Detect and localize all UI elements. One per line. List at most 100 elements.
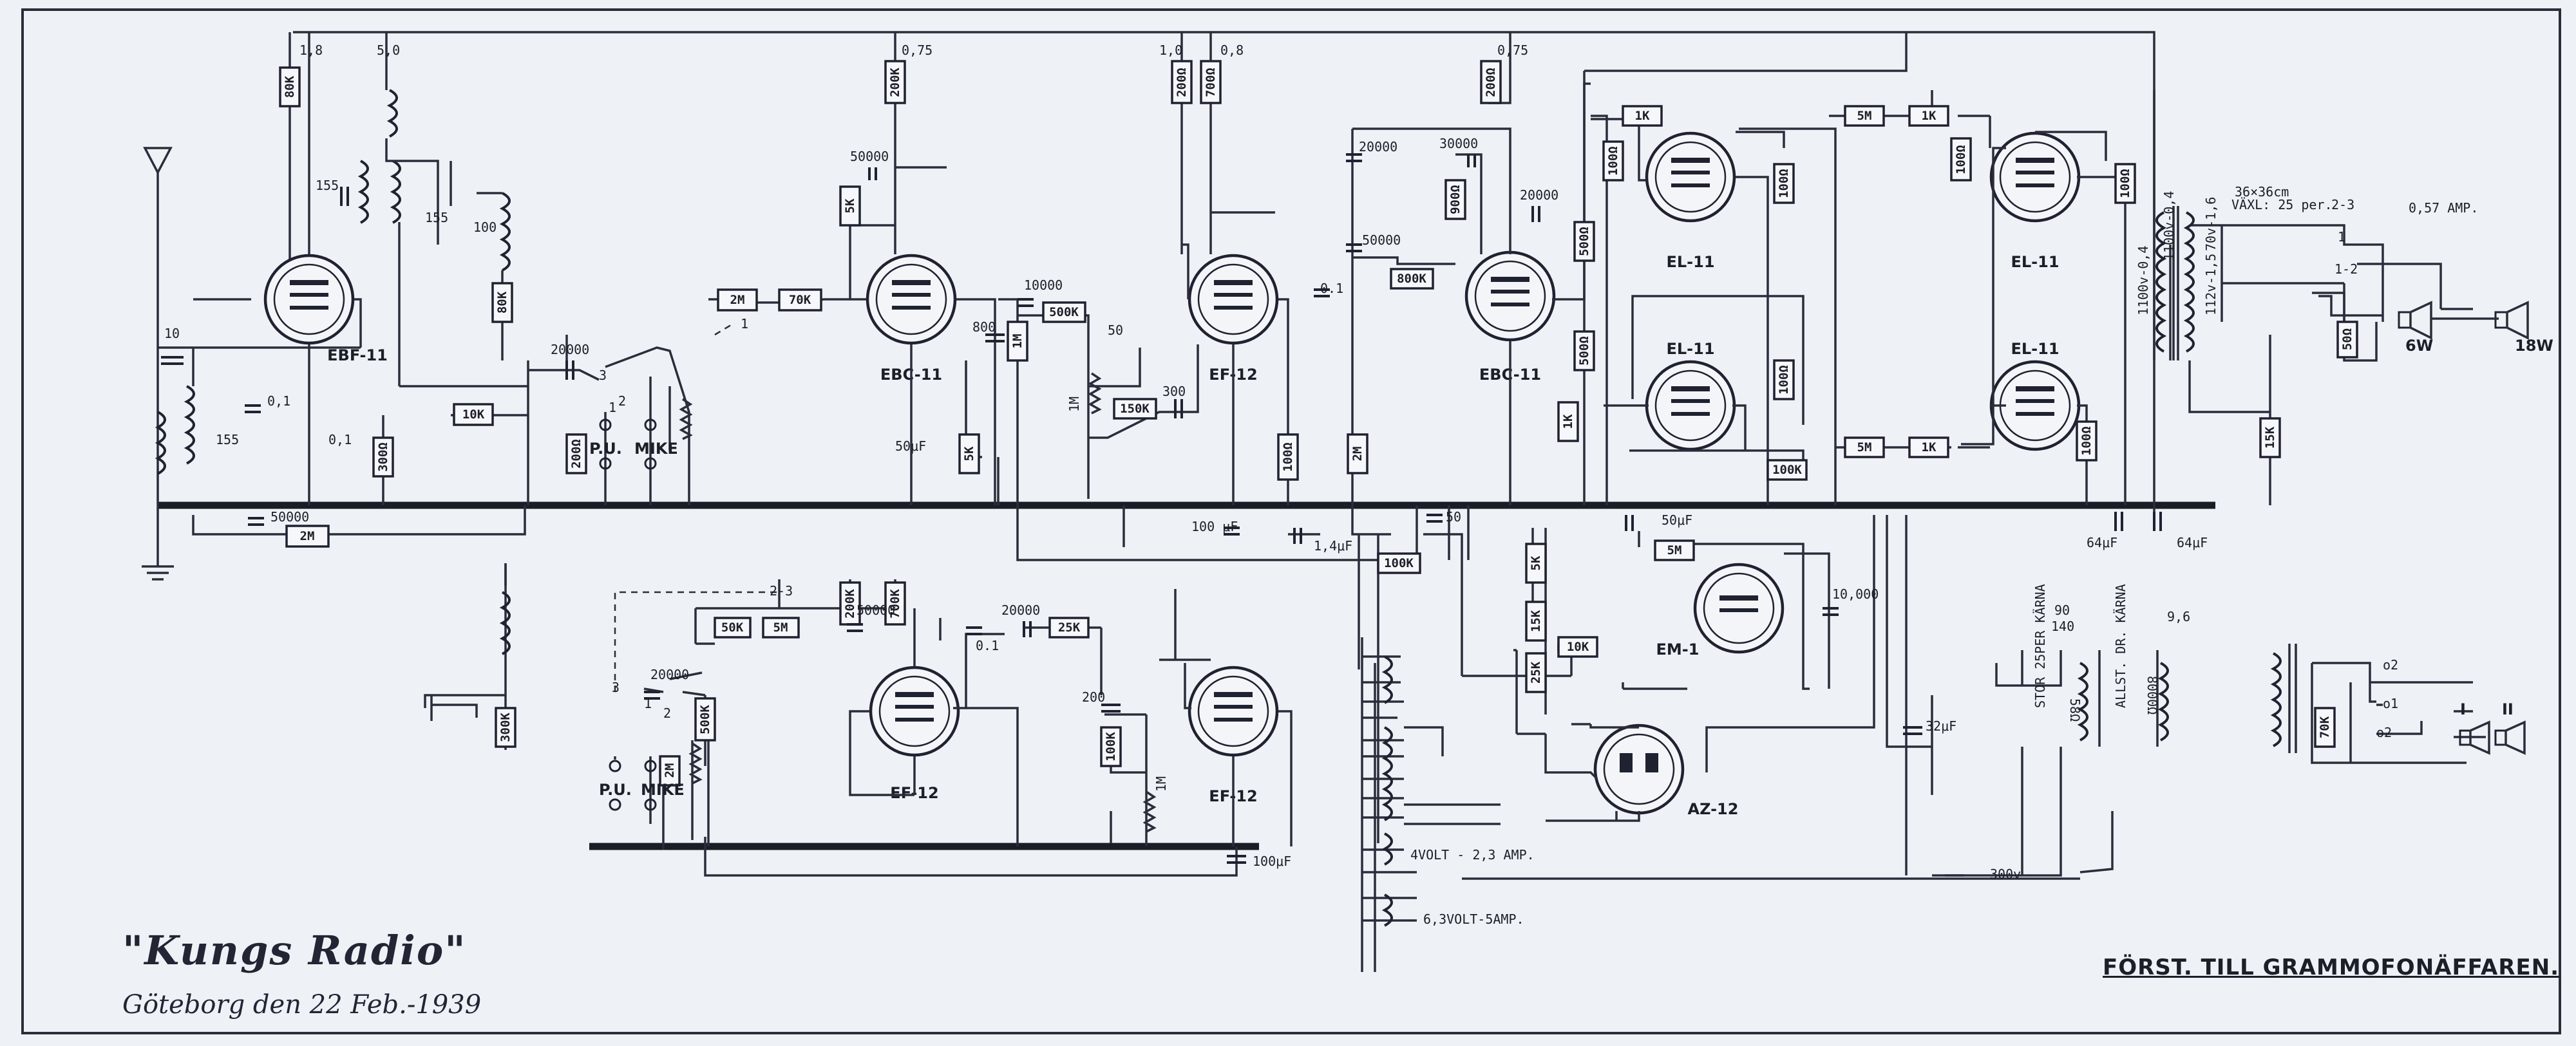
svg-text:o2: o2 [2376, 725, 2392, 740]
svg-text:70v-1,6: 70v-1,6 [2203, 197, 2219, 251]
speaker-wiring [2312, 292, 2499, 322]
svg-text:1-2: 1-2 [2334, 261, 2358, 277]
tube-ef-12-c: EF-12 [1188, 666, 1279, 805]
resistor-700-a: 700Ω [1200, 60, 1222, 104]
antenna-coil [155, 385, 195, 475]
resistor-150k-a: 150K [1113, 398, 1157, 420]
svg-text:20000: 20000 [1359, 139, 1397, 154]
svg-text:5M: 5M [773, 621, 788, 635]
resistor-1k-d: 1K [1908, 436, 1949, 458]
svg-text:5K: 5K [962, 446, 976, 461]
tube-el-11-d: EL-11 [1989, 340, 2081, 451]
svg-text:1100v-0,4: 1100v-0,4 [2161, 191, 2177, 261]
svg-text:1: 1 [644, 696, 652, 711]
annotation-labels: 1,8 5,0 0,75 1,0 0,8 0,75 10 155 155 155… [164, 42, 2553, 927]
tube-ebc-11-b: EBC-11 [1464, 250, 1556, 384]
svg-text:112v-1,5: 112v-1,5 [2203, 254, 2219, 315]
tube-label: EL-11 [2011, 340, 2059, 358]
capacitor-symbols [161, 153, 2162, 864]
svg-text:20000: 20000 [1520, 187, 1558, 203]
svg-text:300Ω: 300Ω [376, 442, 390, 472]
wiring-stage2 [708, 32, 996, 505]
svg-text:1,4μF: 1,4μF [1314, 538, 1352, 554]
svg-text:1K: 1K [1922, 109, 1937, 123]
resistor-900-a: 900Ω [1444, 179, 1466, 220]
resistor-500-b: 500Ω [1573, 330, 1595, 371]
resistor-100-g: 100Ω [2076, 420, 2098, 462]
svg-text:2M: 2M [1350, 447, 1365, 462]
svg-text:155: 155 [216, 432, 239, 447]
svg-text:8000Ω: 8000Ω [2145, 676, 2160, 714]
resistor-200-a: 200Ω [565, 433, 587, 474]
filter-chokes [499, 591, 2282, 747]
resistor-100-e: 100Ω [1950, 137, 1972, 182]
svg-text:64μF: 64μF [2177, 535, 2208, 550]
svg-text:300: 300 [1162, 384, 1186, 399]
tube-ef-12-a: EF-12 [1188, 254, 1279, 384]
if-transformer-2 [499, 192, 511, 272]
wiring-bus-links [192, 505, 1470, 561]
tube-az-12: AZ-12 [1593, 724, 1738, 818]
resistor-100-a: 100Ω [1277, 433, 1299, 481]
svg-text:0,1: 0,1 [328, 432, 352, 447]
svg-text:II: II [2502, 700, 2514, 718]
svg-text:100Ω: 100Ω [2118, 169, 2132, 198]
resistor-2m-c: 2M [1347, 433, 1368, 474]
svg-text:5K: 5K [1529, 556, 1543, 570]
svg-text:30000: 30000 [1439, 136, 1478, 151]
svg-text:50K: 50K [721, 621, 744, 635]
svg-text:100Ω: 100Ω [1777, 365, 1791, 395]
resistor-2m-a: 2M [285, 525, 330, 548]
resistor-1k-c: 1K [1908, 105, 1949, 127]
svg-text:500K: 500K [1049, 305, 1079, 319]
power-transformer-core [1361, 637, 1376, 972]
svg-text:80K: 80K [495, 291, 509, 313]
svg-text:100 μF: 100 μF [1191, 519, 1238, 534]
svg-text:9,6: 9,6 [2167, 609, 2190, 624]
tube-label: EBF-11 [327, 346, 388, 364]
svg-text:100Ω: 100Ω [2079, 426, 2094, 456]
svg-text:70K: 70K [2318, 716, 2332, 738]
svg-text:155: 155 [316, 178, 339, 193]
svg-text:20000: 20000 [551, 342, 589, 357]
svg-text:200Ω: 200Ω [1484, 68, 1498, 97]
resistor-100-f: 100Ω [2114, 163, 2136, 204]
svg-text:100Ω: 100Ω [1777, 169, 1791, 198]
svg-text:3: 3 [612, 680, 620, 695]
svg-text:2: 2 [618, 393, 626, 409]
resistor-100-b: 100Ω [1602, 140, 1624, 182]
svg-text:MIKE: MIKE [634, 440, 678, 458]
svg-text:VÄXL: 25 per.: VÄXL: 25 per. [2231, 197, 2333, 212]
output-transformer [2155, 211, 2195, 353]
svg-text:0,75: 0,75 [1497, 42, 1528, 58]
svg-text:6,3VOLT-5AMP.: 6,3VOLT-5AMP. [1423, 911, 1524, 927]
svg-text:0.1: 0.1 [1320, 281, 1343, 296]
svg-text:50000: 50000 [270, 509, 309, 525]
svg-text:2M: 2M [300, 529, 315, 543]
resistor-25k-a: 25K [1525, 652, 1547, 693]
resistor-5m-a: 5M [1844, 105, 1885, 127]
svg-text:o1: o1 [2383, 696, 2398, 711]
svg-text:P.U.: P.U. [599, 781, 632, 799]
wiring-feedback [2188, 335, 2271, 505]
svg-text:15K: 15K [1529, 610, 1543, 632]
svg-text:2M: 2M [663, 763, 677, 778]
resistor-500k-b: 500K [694, 697, 716, 742]
drawing-title: "Kungs Radio" [122, 927, 467, 974]
resistor-300k-a: 300K [495, 707, 516, 748]
svg-text:1,8: 1,8 [299, 42, 323, 58]
resistor-5m-d: 5M [762, 617, 800, 639]
resistor-5k-b: 5K [958, 433, 980, 474]
svg-text:500Ω: 500Ω [1577, 336, 1591, 366]
svg-text:800: 800 [972, 319, 996, 335]
svg-text:100K: 100K [1384, 556, 1414, 570]
svg-text:50000: 50000 [857, 602, 895, 618]
speaker-18w-icon [2494, 301, 2529, 340]
svg-text:300v: 300v [1990, 866, 2021, 882]
svg-text:1: 1 [741, 316, 748, 332]
resistor-50-a: 50Ω [2336, 321, 2358, 359]
svg-text:1K: 1K [1635, 109, 1650, 123]
resistor-10k-b: 10K [1557, 636, 1598, 658]
svg-text:50Ω: 50Ω [2340, 328, 2354, 350]
